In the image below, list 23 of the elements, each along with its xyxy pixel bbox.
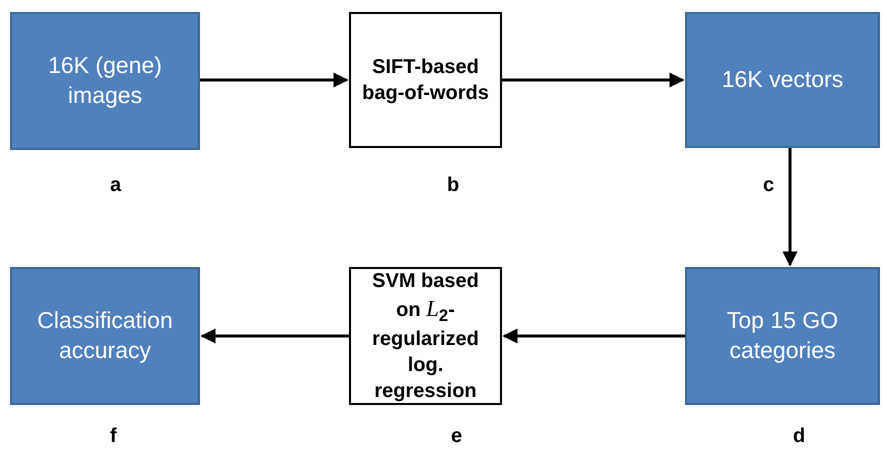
process-box — [349, 267, 502, 405]
panel-letter: b — [447, 174, 460, 197]
panel-letter: c — [763, 174, 774, 197]
process-box — [685, 267, 880, 405]
arrow — [502, 72, 684, 88]
box-label: Top 15 GO categories — [726, 306, 840, 365]
arrow — [200, 328, 349, 344]
arrow — [502, 328, 685, 344]
arrow — [200, 72, 348, 88]
box-label: SIFT-based bag-of-words — [361, 55, 490, 106]
process-box — [10, 267, 200, 405]
process-box — [349, 12, 502, 148]
box-label: 16K (gene) images — [47, 51, 163, 110]
panel-letter: d — [793, 425, 806, 448]
box-label: 16K vectors — [722, 65, 844, 94]
box-label: Classification accuracy — [36, 306, 174, 365]
process-box — [10, 12, 200, 150]
panel-letter: f — [110, 425, 117, 448]
arrow — [782, 148, 798, 266]
box-label: SVM based on L$_{2}$-regularized log. regression — [371, 268, 480, 404]
panel-letter: a — [110, 174, 122, 197]
panel-letter: e — [451, 425, 462, 448]
process-box — [685, 12, 880, 148]
